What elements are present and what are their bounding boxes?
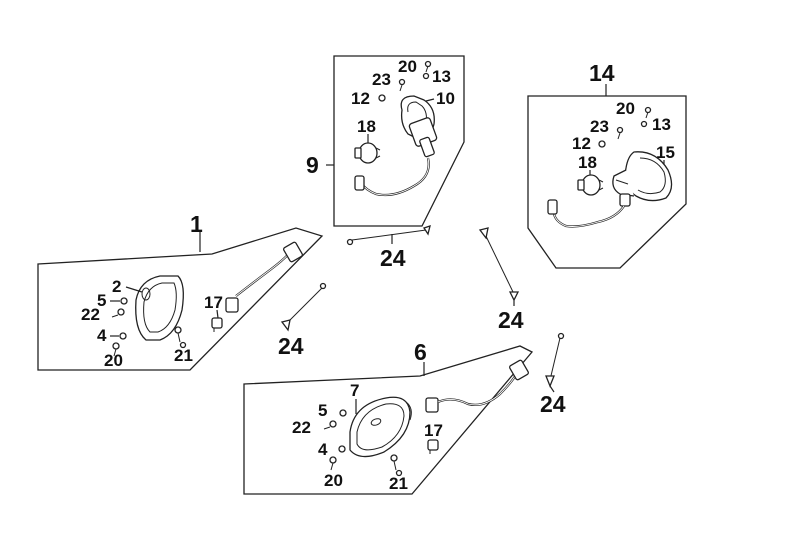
callout-23: 23 [590,117,609,136]
bulb-18-icon [354,142,381,164]
callout-17: 17 [204,293,223,312]
lens-icon [135,275,184,341]
callout-10: 10 [436,89,455,108]
assembly-1-frame [37,227,324,371]
bulb-17-icon [427,439,439,454]
clip-23-icon [616,126,624,140]
assembly-14-frame [527,95,687,269]
screw-22-icon [323,420,337,430]
wire-harness-icon [425,359,529,413]
nut-5-icon [120,297,128,305]
cable-tie-group-c: 24 [478,227,524,333]
assembly-6: 6 7 5 22 4 20 21 17 [243,339,534,495]
clip-23-icon [398,78,406,92]
wire-harness-icon [354,157,430,197]
assembly-9-frame [333,55,465,227]
assembly-9: 9 20 23 13 12 10 18 [306,55,465,227]
housing-15-icon [612,151,673,207]
nut-13-icon [640,120,648,128]
callout-20: 20 [398,57,417,76]
washer-12-icon [378,94,386,102]
callout-4: 4 [97,326,107,345]
callout-1: 1 [190,211,203,237]
callout-21: 21 [174,346,193,365]
cable-tie-group-d: 24 [540,332,566,417]
wire-harness-icon [547,199,625,228]
screw-20-icon [644,106,652,119]
screw-20-icon [112,342,120,357]
callout-12: 12 [572,134,591,153]
cable-tie-icon [346,225,431,246]
screw-20-icon [329,456,337,471]
nut-5-icon [339,409,347,417]
callout-13: 13 [432,67,451,86]
housing-10-icon [400,95,438,158]
callout-22: 22 [292,418,311,437]
callout-9: 9 [306,152,319,178]
cable-tie-group-a: 24 [346,225,431,271]
callout-22: 22 [81,305,100,324]
leader-2 [125,286,143,293]
screw-21-icon [390,454,403,477]
nut-13-icon [422,72,430,80]
callout-12: 12 [351,89,370,108]
callout-5: 5 [318,401,327,420]
cable-tie-icon [478,227,520,302]
callout-14: 14 [589,60,615,86]
screw-21-icon [174,326,187,349]
bulb-18-icon [577,174,604,196]
assembly-14: 14 20 23 13 12 15 18 [527,60,687,269]
callout-5: 5 [97,291,106,310]
bulb-17-icon [211,317,223,332]
callout-24: 24 [278,333,304,359]
callout-23: 23 [372,70,391,89]
callout-4: 4 [318,440,328,459]
callout-20: 20 [104,351,123,370]
callout-24: 24 [540,391,566,417]
washer-4-icon [119,332,127,340]
assembly-6-frame [243,345,534,495]
cable-tie-icon [280,282,327,332]
assembly-1: 1 2 5 22 4 20 21 17 [37,211,324,371]
callout-24: 24 [380,245,406,271]
callout-7: 7 [350,381,359,400]
callout-18: 18 [357,117,376,136]
wire-harness-icon [225,241,303,313]
cable-tie-icon [545,332,565,388]
callout-18: 18 [578,153,597,172]
callout-20: 20 [616,99,635,118]
screw-22-icon [111,308,125,318]
callout-6: 6 [414,339,427,365]
callout-24: 24 [498,307,524,333]
callout-20: 20 [324,471,343,490]
callout-21: 21 [389,474,408,493]
callout-15: 15 [656,143,675,162]
washer-4-icon [338,445,346,453]
washer-12-icon [598,140,606,148]
callout-17: 17 [424,421,443,440]
lens-icon [349,396,412,458]
screw-20-icon [424,60,432,73]
callout-13: 13 [652,115,671,134]
callout-2: 2 [112,277,121,296]
cable-tie-group-b: 24 [278,282,327,359]
